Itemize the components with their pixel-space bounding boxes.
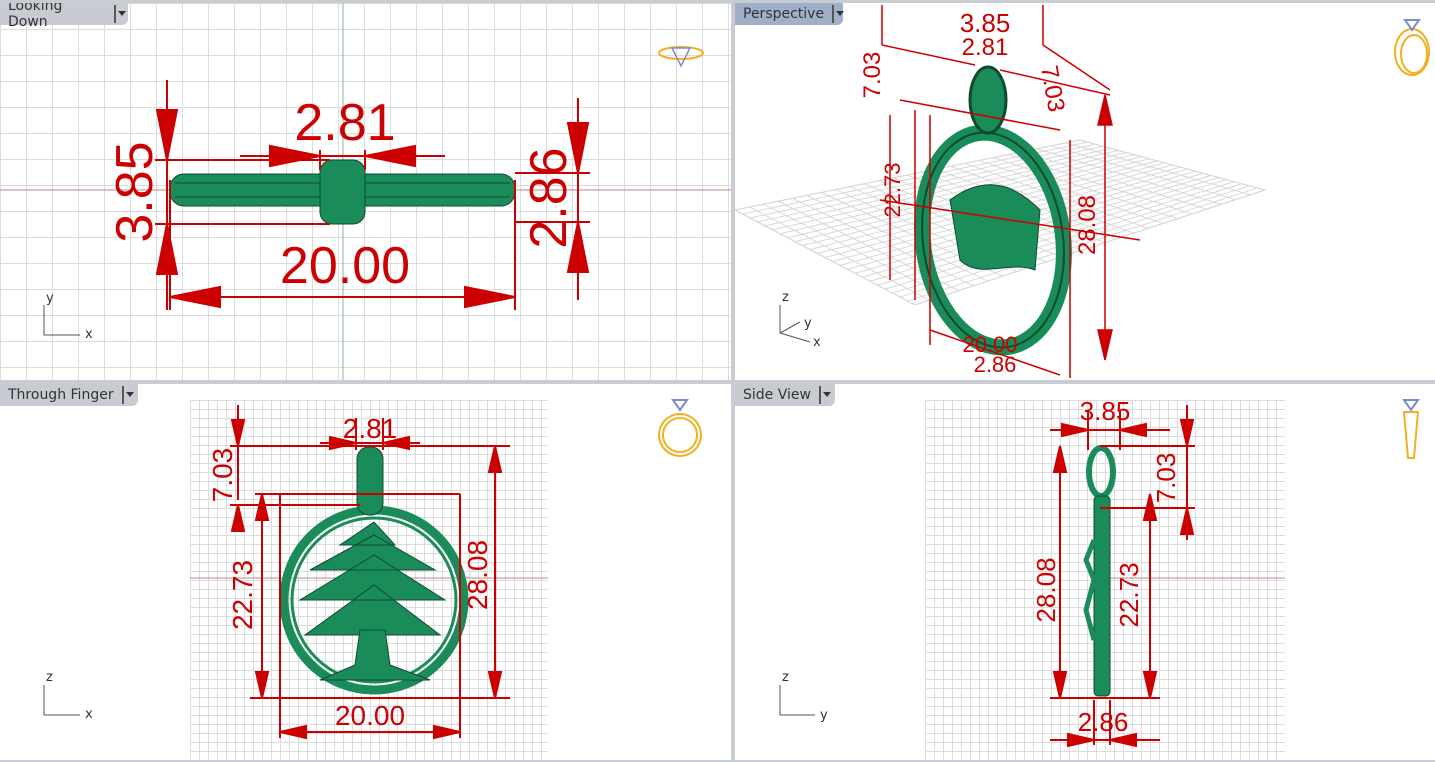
grid-line	[907, 187, 1258, 302]
viewport-tab-through-finger[interactable]: Through Finger	[0, 384, 138, 406]
axis-label: x	[85, 707, 93, 722]
ring-view-icon[interactable]	[1394, 19, 1430, 76]
viewport-title: Through Finger	[8, 387, 114, 403]
pendant-top-view	[169, 159, 516, 225]
dim-left-height: 3.85	[106, 141, 164, 242]
grid-line	[1079, 139, 1266, 191]
dim-bail-width: 2.81	[294, 94, 395, 152]
dim-label: 22.73	[880, 162, 905, 217]
dimensions	[155, 80, 590, 310]
dim-total-height: 28.08	[462, 540, 493, 610]
viewport-perspective[interactable]: 3.85 2.81 7.03 7.03 22.73 28.08 20.00 2.…	[735, 3, 1435, 380]
viewport-tab-side-view[interactable]: Side View	[735, 384, 835, 406]
pendant-side-view	[1083, 445, 1116, 697]
through-finger-canvas: 2.81 7.03 22.73 28.08 20.00 z x	[43, 399, 702, 740]
viewport-through-finger[interactable]: 2.81 7.03 22.73 28.08 20.00 z x Through …	[0, 384, 731, 760]
dropdown-arrow-icon[interactable]	[114, 5, 128, 23]
perspective-canvas: 3.85 2.81 7.03 7.03 22.73 28.08 20.00 2.…	[735, 5, 1430, 378]
grid-line	[1036, 148, 1222, 205]
axis-icon	[43, 685, 80, 716]
pendant-front-view	[279, 446, 469, 695]
axis-icon	[779, 305, 811, 343]
grid-line	[899, 185, 1250, 298]
dim-inner-height: 22.73	[227, 560, 258, 630]
pendant-perspective	[914, 65, 1072, 356]
dimensions	[230, 405, 510, 740]
dim-total-height: 28.08	[1031, 557, 1061, 622]
dim-bail-height: 7.03	[207, 448, 238, 503]
viewport-side-view[interactable]: 3.85 7.03 28.08 22.73 2.86 z y Side View	[735, 384, 1435, 760]
dim-width: 20.00	[335, 700, 405, 731]
grid-line	[1065, 142, 1251, 196]
side-view-canvas: 3.85 7.03 28.08 22.73 2.86 z y	[779, 396, 1420, 748]
dropdown-arrow-icon[interactable]	[832, 5, 844, 23]
dim-inner-height: 22.73	[1114, 562, 1144, 627]
grid-line	[1051, 145, 1236, 201]
dimensions	[1050, 405, 1195, 748]
grid-line	[914, 189, 1266, 306]
axis-label: z	[782, 670, 789, 685]
dropdown-arrow-icon[interactable]	[818, 386, 833, 404]
dim-label: 3.85	[960, 8, 1011, 38]
viewport-tab-looking-down[interactable]: Looking Down	[0, 3, 128, 30]
axis-label: z	[782, 290, 789, 305]
dim-bottom-width: 2.86	[1078, 707, 1129, 737]
dim-label: 28.08	[1074, 195, 1101, 255]
looking-down-canvas: 2.81 20.00 3.85 2.86 y x	[0, 3, 731, 380]
dim-bail-width: 2.81	[343, 413, 398, 444]
dim-width: 20.00	[280, 237, 410, 295]
dimensions	[879, 5, 1141, 378]
dim-label: 2.86	[974, 352, 1017, 377]
axis-label: z	[46, 670, 53, 685]
ring-view-icon[interactable]	[1402, 399, 1420, 459]
dim-label: 7.03	[1035, 63, 1070, 114]
axis-label: x	[85, 327, 93, 342]
dim-top-width: 3.85	[1080, 396, 1131, 426]
viewport-title: Perspective	[743, 6, 825, 22]
axis-label: y	[820, 708, 828, 723]
axis-label: x	[813, 335, 821, 350]
dim-bail-height: 7.03	[1151, 453, 1181, 504]
dim-label: 7.03	[859, 52, 886, 99]
viewport-looking-down[interactable]: 2.81 20.00 3.85 2.86 y x Looking Down	[0, 3, 731, 380]
axis-icon	[43, 305, 80, 336]
viewport-title: Looking Down	[8, 3, 63, 30]
axis-label: y	[46, 291, 54, 306]
axis-icon	[779, 685, 815, 716]
dim-label: 20.00	[962, 332, 1017, 357]
ring-view-icon[interactable]	[658, 399, 702, 457]
dropdown-arrow-icon[interactable]	[121, 386, 136, 404]
ring-view-icon[interactable]	[658, 46, 704, 68]
dim-right-height: 2.86	[520, 147, 578, 248]
viewport-title: Side View	[743, 387, 811, 403]
axis-label: y	[804, 316, 812, 331]
dim-label: 2.81	[962, 34, 1009, 61]
viewport-tab-perspective[interactable]: Perspective	[735, 3, 844, 25]
